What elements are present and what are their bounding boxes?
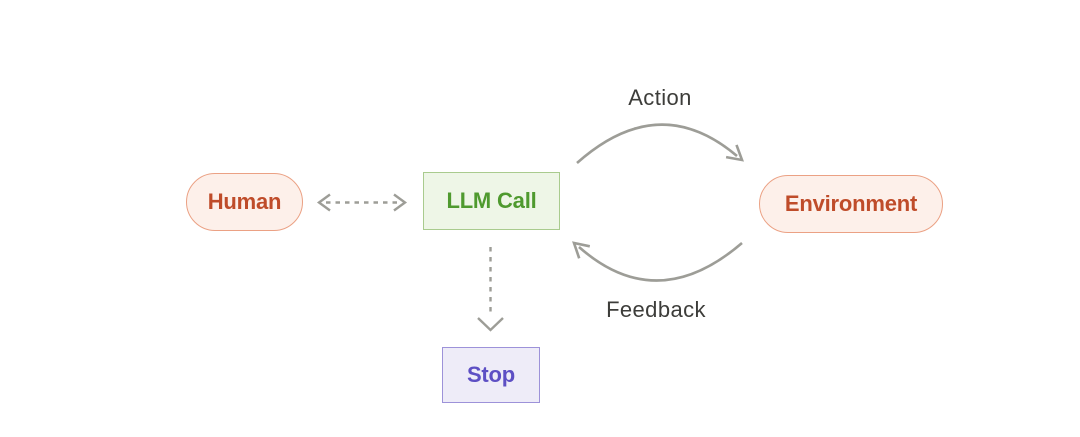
human-node: Human — [186, 173, 303, 231]
environment-node-label: Environment — [784, 191, 918, 216]
stop-node: Stop — [442, 347, 540, 403]
llm-call-node-label: LLM Call — [446, 188, 537, 213]
environment-node: Environment — [759, 175, 943, 233]
llm-stop-dashed-arrow-icon — [477, 247, 504, 332]
feedback-curved-arrow-icon — [572, 241, 743, 282]
action-edge-label: Action — [628, 85, 692, 110]
stop-node-label: Stop — [466, 362, 516, 387]
human-node-label: Human — [207, 189, 282, 214]
action-curved-arrow-icon — [576, 123, 744, 164]
llm-call-node: LLM Call — [423, 172, 560, 230]
feedback-edge-label: Feedback — [606, 297, 706, 322]
human-llm-dashed-double-arrow-icon — [316, 193, 408, 212]
